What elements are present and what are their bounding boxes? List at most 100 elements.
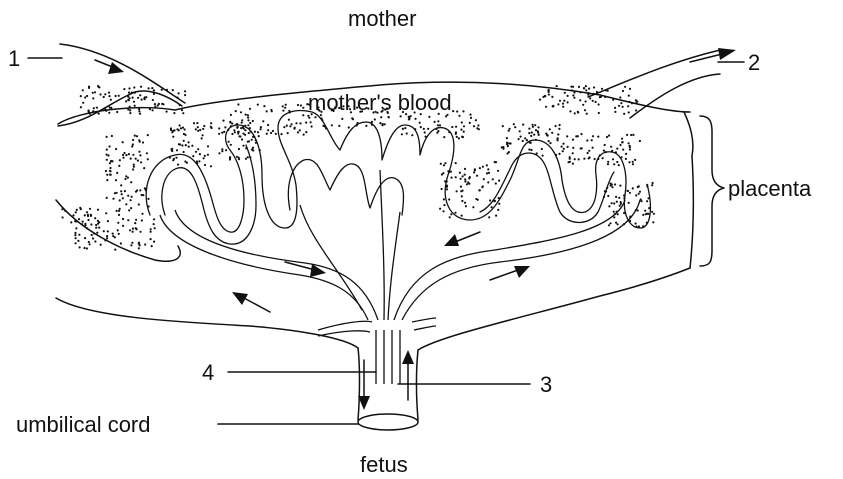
stipple-dot [535, 129, 537, 131]
stipple-dot [119, 208, 121, 210]
stipple-dot [303, 134, 305, 136]
stipple-dot [195, 151, 197, 153]
stipple-dot [134, 222, 136, 224]
stipple-dot [578, 86, 580, 88]
stipple-dot [611, 186, 613, 188]
stipple-dot [588, 88, 590, 90]
stipple-dot [632, 163, 634, 165]
stipple-dot [545, 106, 547, 108]
stipple-dot [83, 247, 85, 249]
stipple-dot [154, 227, 156, 229]
stipple-dot [136, 189, 138, 191]
stipple-dot [148, 205, 150, 207]
stipple-dot [106, 149, 108, 151]
stipple-dot [152, 109, 154, 111]
stipple-dot [86, 247, 88, 249]
stipple-dot [498, 180, 500, 182]
stipple-dot [587, 94, 589, 96]
stipple-dot [218, 152, 220, 154]
stipple-dot [608, 224, 610, 226]
stipple-dot [241, 122, 243, 124]
stipple-dot [615, 151, 617, 153]
stipple-dot [644, 210, 646, 212]
stipple-dot [77, 240, 79, 242]
stipple-dot [284, 107, 286, 109]
stipple-dot [616, 148, 618, 150]
stipple-dot [456, 110, 458, 112]
stipple-dot [630, 134, 632, 136]
stipple-dot [529, 141, 531, 143]
stipple-dot [98, 113, 100, 115]
stipple-dot [475, 119, 477, 121]
stipple-dot [574, 158, 576, 160]
stipple-dot [134, 135, 136, 137]
stipple-dot [181, 144, 183, 146]
stipple-dot [628, 202, 630, 204]
stipple-dot [294, 127, 296, 129]
stipple-dot [623, 194, 625, 196]
stipple-dot [506, 152, 508, 154]
stipple-dot [96, 232, 98, 234]
stipple-dot [528, 128, 530, 130]
stipple-dot [487, 168, 489, 170]
stipple-dot [557, 139, 559, 141]
stipple-dot [635, 226, 637, 228]
stipple-dot [635, 109, 637, 111]
stipple-dot [305, 122, 307, 124]
stipple-dot [257, 131, 259, 133]
stipple-dot [145, 96, 147, 98]
stipple-dot [247, 124, 249, 126]
stipple-dot [249, 122, 251, 124]
stipple-dot [93, 107, 95, 109]
stipple-dot [614, 111, 616, 113]
stipple-dot [161, 89, 163, 91]
stipple-dot [562, 106, 564, 108]
stipple-dot [574, 112, 576, 114]
stipple-dot [635, 102, 637, 104]
stipple-dot [106, 197, 108, 199]
stipple-dot [183, 140, 185, 142]
stipple-dot [204, 164, 206, 166]
label-4: 4 [202, 360, 214, 385]
stipple-dot [638, 193, 640, 195]
stipple-dot [464, 202, 466, 204]
stipple-dot [483, 178, 485, 180]
stipple-dot [583, 158, 585, 160]
stipple-dot [448, 131, 450, 133]
stipple-dot [611, 183, 613, 185]
stipple-dot [621, 138, 623, 140]
stipple-dot [288, 119, 290, 121]
stipple-dot [449, 216, 451, 218]
stipple-dot [262, 120, 264, 122]
stipple-dot [247, 141, 249, 143]
stipple-dot [197, 126, 199, 128]
stipple-dot [567, 101, 569, 103]
stipple-dot [267, 124, 269, 126]
stipple-dot [497, 170, 499, 172]
stipple-dot [600, 96, 602, 98]
stipple-dot [493, 200, 495, 202]
stipple-dot [455, 162, 457, 164]
stipple-dot [72, 214, 74, 216]
stipple-dot [238, 148, 240, 150]
stipple-dot [237, 132, 239, 134]
stipple-dot [607, 195, 609, 197]
stipple-dot [238, 158, 240, 160]
stipple-dot [592, 100, 594, 102]
stipple-dot [530, 135, 532, 137]
stipple-dot [166, 111, 168, 113]
stipple-dot [266, 110, 268, 112]
stipple-dot [400, 115, 402, 117]
stipple-dot [172, 130, 174, 132]
stipple-dot [120, 184, 122, 186]
stipple-dot [170, 127, 172, 129]
stipple-dot [245, 158, 247, 160]
stipple-dot [136, 135, 138, 137]
arrow-villus-left [285, 262, 326, 277]
stipple-dot [469, 114, 471, 116]
stipple-dot [89, 243, 91, 245]
stipple-dot [184, 90, 186, 92]
stipple-dot [84, 96, 86, 98]
stipple-dot [122, 225, 124, 227]
stipple-dot [640, 200, 642, 202]
